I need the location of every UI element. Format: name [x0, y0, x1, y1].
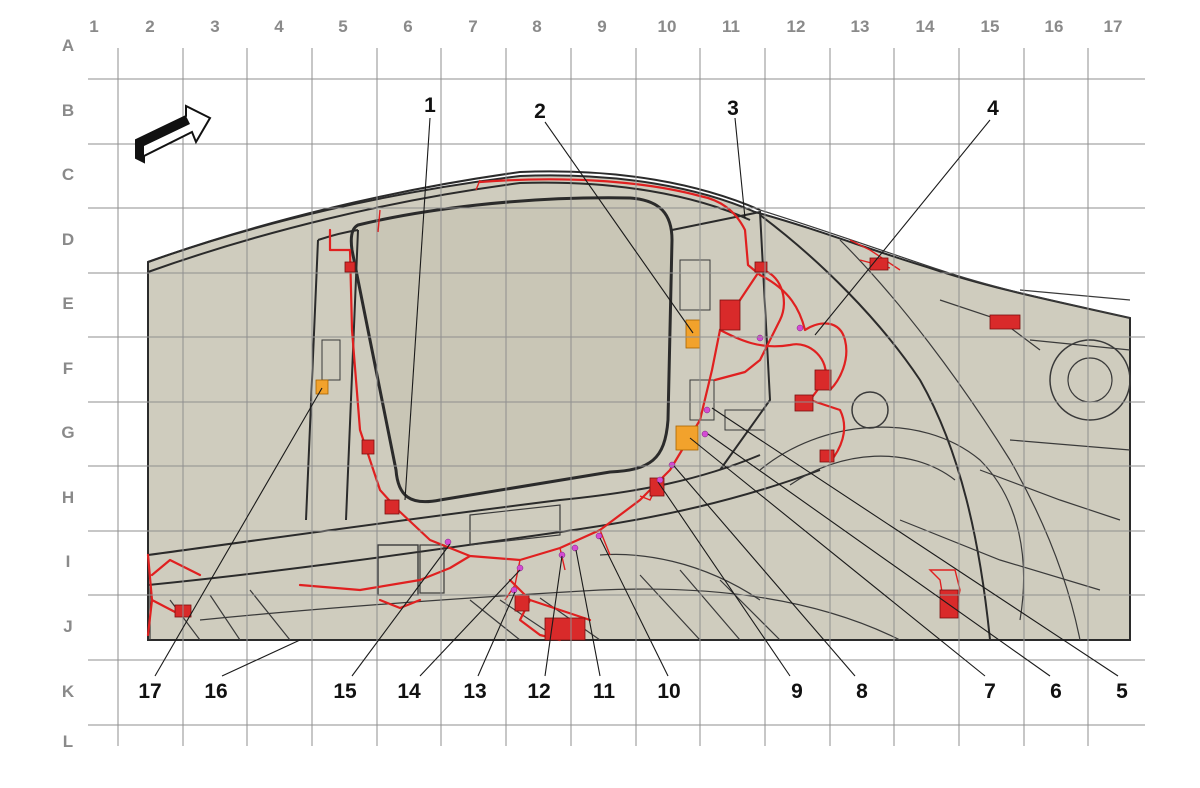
grid-row-label: H [62, 488, 74, 507]
grid-column-label: 7 [468, 17, 477, 36]
grid-column-label: 17 [1104, 17, 1123, 36]
grid-row-label: L [63, 732, 73, 751]
grid-row-label: F [63, 359, 73, 378]
callout-8: 8 [856, 680, 868, 703]
grid-column-label: 10 [658, 17, 677, 36]
grid-row-label: C [62, 165, 74, 184]
vehicle-body [147, 170, 1131, 641]
grid-column-label: 3 [210, 17, 219, 36]
callout-4: 4 [987, 97, 999, 120]
grid-column-label: 16 [1045, 17, 1064, 36]
grid-column-label: 2 [145, 17, 154, 36]
callout-9: 9 [791, 680, 803, 703]
grid-column-label: 8 [532, 17, 541, 36]
grid-row-label: E [62, 294, 73, 313]
callout-17: 17 [138, 680, 161, 703]
grid-column-label: 4 [274, 17, 284, 36]
grid-row-label: G [61, 423, 74, 442]
grid-column-label: 11 [722, 17, 740, 36]
grid-row-label: B [62, 101, 74, 120]
direction-arrow-icon [135, 104, 212, 164]
grid-row-label: J [63, 617, 72, 636]
callout-14: 14 [397, 680, 421, 703]
grid-column-label: 5 [338, 17, 347, 36]
callout-15: 15 [333, 680, 357, 703]
row-labels: A B C D E F G H I J K L [61, 36, 74, 751]
wiring-harness [146, 178, 1021, 642]
callout-11: 11 [593, 680, 616, 703]
callout-6: 6 [1050, 680, 1062, 703]
callout-12: 12 [527, 680, 550, 703]
callout-7: 7 [984, 680, 996, 703]
callout-13: 13 [463, 680, 486, 703]
grid-column-label: 6 [403, 17, 412, 36]
grid-column-label: 12 [787, 17, 806, 36]
grid-column-label: 15 [981, 17, 1000, 36]
grid-row-label: D [62, 230, 74, 249]
callout-3: 3 [727, 97, 739, 120]
callout-leaders [154, 117, 1119, 677]
grid-column-label: 13 [851, 17, 870, 36]
callout-16: 16 [204, 680, 227, 703]
callout-5: 5 [1116, 680, 1128, 703]
callout-10: 10 [657, 680, 680, 703]
grid-row-label: A [62, 36, 74, 55]
grid-column-label: 9 [597, 17, 606, 36]
grid-column-label: 14 [916, 17, 935, 36]
callout-2: 2 [534, 100, 546, 123]
locator-grid [88, 48, 1145, 746]
grid-column-label: 1 [89, 17, 98, 36]
grid-row-label: K [62, 682, 75, 701]
grid-row-label: I [66, 552, 71, 571]
callout-1: 1 [424, 94, 436, 117]
